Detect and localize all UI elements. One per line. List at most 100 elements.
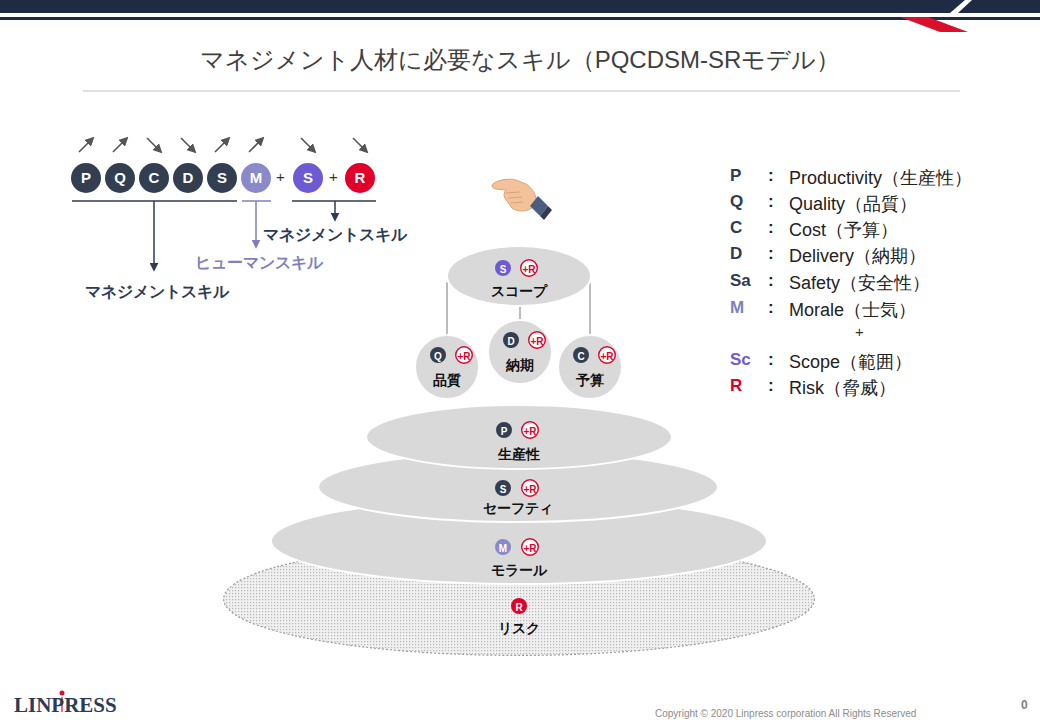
- node-label: P: [501, 426, 508, 437]
- outline-shape: [105, 163, 135, 193]
- outline-shape: [495, 480, 511, 496]
- label-box: R: [730, 376, 742, 396]
- up-arrow: [215, 138, 229, 152]
- tree-connector: [519, 307, 521, 319]
- outline-shape: [521, 260, 538, 277]
- skill-circle: C: [139, 163, 169, 193]
- text-label: +: [855, 323, 864, 340]
- outline-shape: [345, 163, 375, 193]
- node-label: モラール: [491, 562, 547, 578]
- node-label: M: [250, 169, 263, 186]
- label-box: Delivery（納期）: [789, 244, 926, 268]
- legend-key: M: [730, 298, 744, 317]
- scope-ellipse: スコープS+R: [446, 245, 592, 307]
- node-label: C: [577, 351, 584, 362]
- label-box: マネジメントスキル: [263, 225, 407, 246]
- skill-circle: R: [345, 163, 375, 193]
- outline-shape: [495, 539, 511, 555]
- outline-shape: [139, 163, 169, 193]
- text-label: :: [768, 350, 774, 369]
- node-label: R: [355, 169, 366, 186]
- hand-sleeve: [540, 206, 552, 220]
- label-box: :: [768, 376, 774, 396]
- outline-shape: [318, 452, 718, 522]
- text-label: Risk（脅威）: [789, 378, 896, 398]
- text-label: +: [329, 168, 338, 185]
- text-label: ヒューマンスキル: [195, 254, 323, 271]
- label-box: :: [768, 218, 774, 238]
- outline-shape: [456, 347, 473, 364]
- text-label: :: [768, 218, 774, 237]
- title-text: マネジメント人材に必要なスキル（PQCDSM-SRモデル）: [200, 46, 841, 73]
- label-box: LINPRESS: [14, 693, 117, 718]
- outline-shape: [503, 332, 519, 348]
- letter-badge: M: [495, 539, 511, 555]
- label-box: :: [768, 244, 774, 264]
- leader-arrow: [153, 201, 155, 270]
- header-line: [0, 17, 1040, 20]
- productivity-layer: 生産性P+R: [365, 404, 673, 470]
- label-box: Sa: [730, 271, 751, 291]
- node-outline: [557, 334, 623, 400]
- node-label: Q: [434, 351, 442, 362]
- label-box: マネジメントスキル: [85, 282, 229, 303]
- text-label: Scope（範囲）: [789, 352, 912, 372]
- label-box: Morale（士気）: [789, 298, 916, 322]
- bracket-line: [292, 200, 376, 202]
- risk-badge: +R: [528, 331, 546, 349]
- text-label: Safety（安全性）: [789, 273, 930, 293]
- label-box: :: [768, 298, 774, 318]
- letter-badge: D: [503, 332, 519, 348]
- node-label: +R: [523, 543, 536, 554]
- text-label: +: [276, 168, 285, 185]
- risk-badge: +R: [455, 346, 473, 364]
- label-box: Sc: [730, 350, 751, 370]
- header-bar: [958, 0, 1040, 13]
- node-label: R: [515, 602, 522, 613]
- label-box: Productivity（生産性）: [789, 166, 972, 190]
- outline-shape: [293, 163, 323, 193]
- tree-connector: [446, 283, 448, 334]
- text-label: マネジメントスキル: [263, 226, 407, 243]
- skill-circle: D: [173, 163, 203, 193]
- skill-circle: P: [71, 163, 101, 193]
- node-label: D: [507, 336, 514, 347]
- node-label: D: [183, 169, 194, 186]
- node-label: C: [149, 169, 160, 186]
- outline-shape: [224, 543, 815, 656]
- legend-key: R: [730, 376, 742, 395]
- tree-connector: [589, 283, 591, 334]
- text-label: 0: [1021, 698, 1028, 712]
- legend-key: Sc: [730, 350, 751, 369]
- outline-shape: [573, 347, 589, 363]
- text-label: :: [768, 298, 774, 317]
- outline-shape: [599, 347, 616, 364]
- outline-shape: [366, 405, 672, 469]
- node-label: +R: [523, 426, 536, 437]
- node-label: スコープ: [491, 283, 547, 299]
- text-label: Morale（士気）: [789, 300, 916, 320]
- text-label: :: [768, 376, 774, 395]
- label-box: :: [768, 271, 774, 291]
- text-label: Quality（品質）: [789, 194, 917, 214]
- down-arrow: [147, 138, 161, 152]
- slide-title: マネジメント人材に必要なスキル（PQCDSM-SRモデル）: [0, 44, 1040, 76]
- leader-arrow: [255, 201, 257, 247]
- outline-shape: [173, 163, 203, 193]
- letter-badge: S: [495, 260, 511, 276]
- up-arrow: [249, 138, 263, 152]
- down-arrow: [181, 138, 195, 152]
- skill-circle: M: [241, 163, 271, 193]
- outline-shape: [447, 246, 591, 306]
- node-label: S: [303, 169, 313, 186]
- label-box: D: [730, 244, 742, 264]
- outline-shape: [430, 347, 446, 363]
- hand-skin: [492, 179, 536, 211]
- risk-badge: +R: [521, 421, 539, 439]
- skill-circle: S: [207, 163, 237, 193]
- text-label: :: [768, 244, 774, 263]
- trend-arrows: [79, 138, 367, 152]
- label-box: Risk（脅威）: [789, 376, 896, 400]
- label-box: +: [329, 168, 338, 186]
